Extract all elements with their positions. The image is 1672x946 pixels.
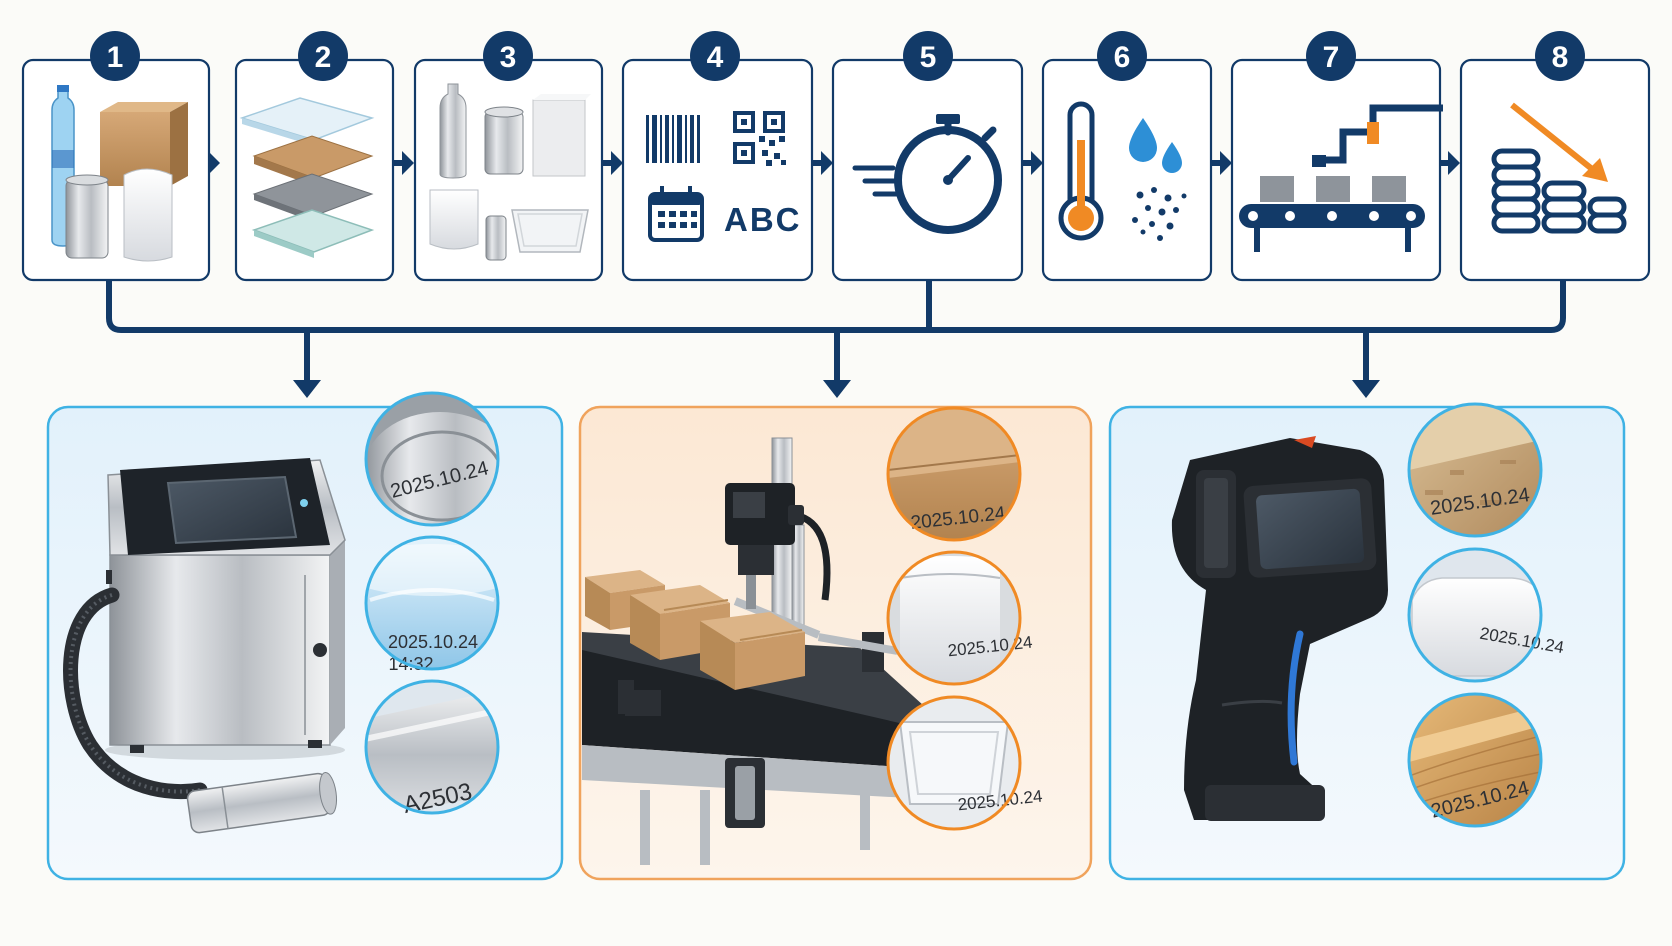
- container-shapes-icon: [429, 83, 591, 261]
- handheld-printer-icon: [1171, 436, 1388, 821]
- cij-printer-icon: [63, 458, 346, 834]
- step-badge-7: 7: [1306, 31, 1356, 81]
- svg-text:4: 4: [707, 41, 724, 74]
- step-badge-5: 5: [903, 31, 953, 81]
- step-badge-1: 1: [90, 31, 140, 81]
- plastic-bottle-sample-icon: 2025.10.24 14:32: [364, 535, 500, 674]
- temperature-humidity-dust-icon: [1058, 101, 1187, 241]
- timber-sample-icon: 2025.10.24: [1407, 692, 1543, 828]
- carton-box-icon: [700, 612, 805, 690]
- step-card-8: [1459, 58, 1651, 282]
- svg-text:7: 7: [1323, 41, 1340, 74]
- step-badge-4: 4: [690, 31, 740, 81]
- svg-text:8: 8: [1552, 41, 1569, 74]
- step-badge-3: 3: [483, 31, 533, 81]
- code-content-icon: ABC: [646, 111, 802, 242]
- svg-text:5: 5: [920, 41, 937, 74]
- osb-board-sample-icon: 2025.10.24: [1407, 402, 1543, 538]
- packaging-materials-icon: [51, 85, 188, 262]
- qr-code-icon: [733, 111, 786, 166]
- abc-text-label: ABC: [724, 201, 802, 238]
- bus-arrowheads: [293, 380, 1380, 398]
- white-plastic-sample-icon: 2025.10.24: [1407, 547, 1565, 683]
- metal-pipe-sample-icon: A2503: [364, 679, 500, 819]
- stopwatch-speed-icon: [852, 114, 1002, 234]
- step-card-4: [621, 58, 814, 282]
- carton-box-sample-icon: 2025.10.24: [886, 406, 1022, 542]
- plastic-tray-sample-icon: 2025.10.24: [886, 695, 1043, 831]
- sample-code-text: 2025.10.24: [388, 632, 478, 652]
- conveyor-printer-icon: [582, 437, 945, 865]
- can-lid-sample-icon: 2025.10.24: [364, 391, 500, 527]
- step-badge-2: 2: [298, 31, 348, 81]
- step-badge-8: 8: [1535, 31, 1585, 81]
- svg-text:3: 3: [500, 41, 517, 74]
- surface-layers-icon: [239, 97, 375, 258]
- svg-text:2: 2: [315, 41, 332, 74]
- step-badge-6: 6: [1097, 31, 1147, 81]
- bus-lines: [106, 280, 1566, 385]
- svg-text:1: 1: [107, 41, 124, 74]
- barcode-icon: [646, 115, 700, 163]
- svg-text:6: 6: [1114, 41, 1131, 74]
- foil-pouch-sample-icon: 2025.10.24: [886, 550, 1033, 686]
- calendar-icon: [648, 186, 704, 242]
- production-line-integration-icon: [1239, 104, 1443, 252]
- falling-cost-coins-icon: [1491, 102, 1627, 234]
- step-badges: 1 2 3 4 5 6 7 8: [90, 31, 1585, 81]
